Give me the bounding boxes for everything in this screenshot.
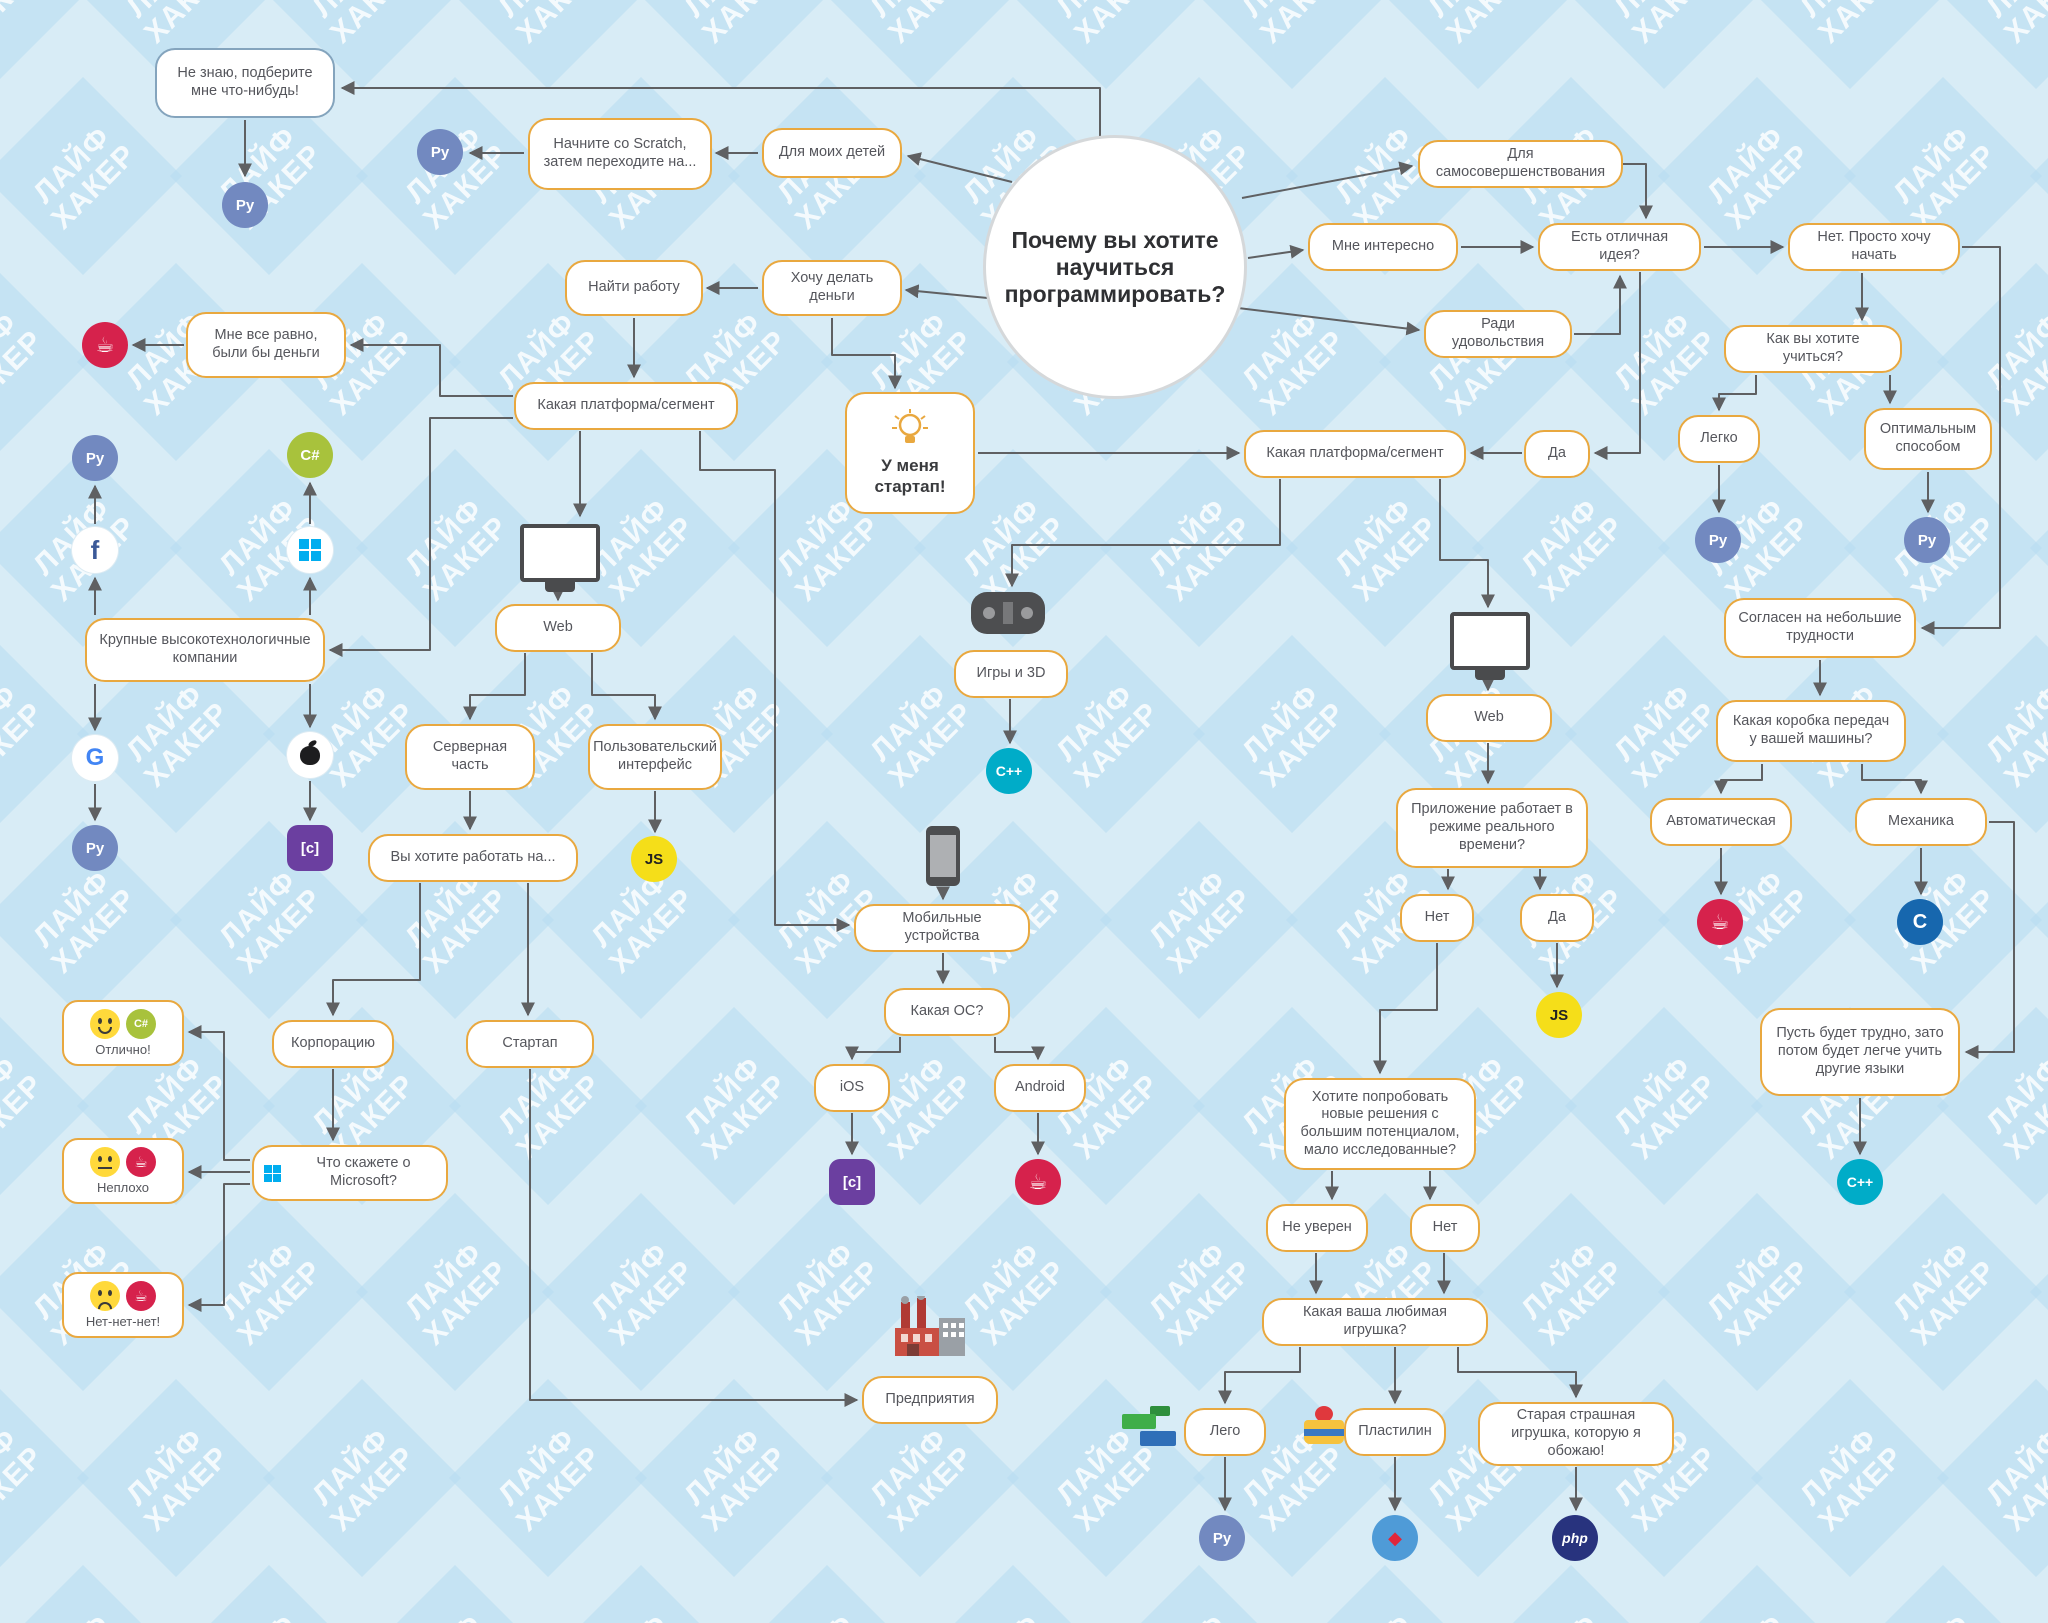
- reaction-great-label: Отлично!: [95, 1042, 151, 1057]
- java-icon: ☕: [126, 1281, 156, 1311]
- reaction-ok: ☕ Неплохо: [62, 1138, 184, 1204]
- java-icon: ☕: [82, 322, 128, 368]
- c-icon: C: [1897, 899, 1943, 945]
- node-lego: Лего: [1184, 1408, 1266, 1456]
- csharp-icon: C#: [126, 1009, 156, 1039]
- apple-shape-icon: [300, 745, 320, 765]
- windows-logo-icon: [299, 539, 321, 561]
- cpp-icon: C++: [986, 748, 1032, 794]
- python-icon: Py: [222, 182, 268, 228]
- java-icon: ☕: [126, 1147, 156, 1177]
- node-old-scary-toy: Старая страшная игрушка, которую я обожа…: [1478, 1402, 1674, 1466]
- node-automatic: Автоматическая: [1650, 798, 1792, 846]
- node-easy: Легко: [1678, 415, 1760, 463]
- node-about-microsoft: Что скажете о Microsoft?: [252, 1145, 448, 1201]
- lego-bricks-icon: [1122, 1406, 1178, 1448]
- node-dont-know: Не знаю, подберите мне что-нибудь!: [155, 48, 335, 118]
- factory-icon: [895, 1296, 965, 1356]
- python-icon: Py: [1904, 517, 1950, 563]
- node-ios: iOS: [814, 1064, 890, 1112]
- node-which-os: Какая ОС?: [884, 988, 1010, 1036]
- monitor-icon: [520, 524, 600, 582]
- node-favorite-toy: Какая ваша любимая игрушка?: [1262, 1298, 1488, 1346]
- node-work-for: Вы хотите работать на...: [368, 834, 578, 882]
- sad-face-icon: [90, 1281, 120, 1311]
- reaction-great: C# Отлично!: [62, 1000, 184, 1066]
- reaction-no-label: Нет-нет-нет!: [85, 1314, 161, 1329]
- monitor-icon: [1450, 612, 1530, 670]
- node-startup: Стартап: [466, 1020, 594, 1068]
- node-hard-but-easier-later: Пусть будет трудно, зато потом будет лег…: [1760, 1008, 1960, 1096]
- objective-c-icon: [c]: [829, 1159, 875, 1205]
- java-icon: ☕: [1697, 899, 1743, 945]
- python-icon: Py: [1199, 1515, 1245, 1561]
- node-new-solutions: Хотите попробовать новые решения с больш…: [1284, 1078, 1476, 1170]
- neutral-face-icon: [90, 1147, 120, 1177]
- node-corporation: Корпорацию: [272, 1020, 394, 1068]
- objective-c-icon: [c]: [287, 825, 333, 871]
- node-gearbox: Какая коробка передач у вашей машины?: [1716, 700, 1906, 762]
- facebook-icon: f: [72, 527, 118, 573]
- google-icon: G: [72, 735, 118, 781]
- node-money-anyway: Мне все равно, были бы деньги: [186, 312, 346, 378]
- php-icon: php: [1552, 1515, 1598, 1561]
- node-my-startup: У меня стартап!: [845, 392, 975, 514]
- python-icon: Py: [72, 435, 118, 481]
- reaction-no: ☕ Нет-нет-нет!: [62, 1272, 184, 1338]
- node-newtech-no: Нет: [1410, 1204, 1480, 1252]
- node-find-job: Найти работу: [565, 260, 703, 316]
- node-realtime-no: Нет: [1400, 894, 1474, 942]
- ruby-icon: ◆: [1372, 1515, 1418, 1561]
- csharp-icon: C#: [287, 432, 333, 478]
- node-small-difficulties: Согласен на небольшие трудности: [1724, 598, 1916, 658]
- node-how-learn: Как вы хотите учиться?: [1724, 325, 1902, 373]
- python-icon: Py: [72, 825, 118, 871]
- node-plasticine: Пластилин: [1344, 1408, 1446, 1456]
- node-make-money: Хочу делать деньги: [762, 260, 902, 316]
- reaction-ok-label: Неплохо: [96, 1180, 150, 1195]
- node-big-tech: Крупные высокотехнологичные компании: [85, 618, 325, 682]
- node-realtime-yes: Да: [1520, 894, 1594, 942]
- node-optimal: Оптимальным способом: [1864, 408, 1992, 470]
- node-unsure: Не уверен: [1266, 1204, 1368, 1252]
- smartphone-icon: [926, 826, 960, 886]
- node-web-right: Web: [1426, 694, 1552, 742]
- windows-logo-icon: [264, 1164, 281, 1182]
- node-platform-left: Какая платформа/сегмент: [514, 382, 738, 430]
- node-self-improvement: Для самосовершенствования: [1418, 140, 1623, 188]
- javascript-icon: JS: [631, 836, 677, 882]
- node-realtime-app: Приложение работает в режиме реального в…: [1396, 788, 1588, 868]
- node-my-startup-label: У меня стартап!: [874, 456, 946, 496]
- javascript-icon: JS: [1536, 992, 1582, 1038]
- node-ui-side: Пользовательский интерфейс: [588, 724, 722, 790]
- node-manual: Механика: [1855, 798, 1987, 846]
- node-for-fun: Ради удовольствия: [1424, 310, 1572, 358]
- node-mobile-devices: Мобильные устройства: [854, 904, 1030, 952]
- apple-icon: [287, 732, 333, 778]
- node-enterprise: Предприятия: [862, 1376, 998, 1424]
- node-great-idea: Есть отличная идея?: [1538, 223, 1701, 271]
- node-yes: Да: [1524, 430, 1590, 478]
- game-controller-icon: [971, 592, 1045, 634]
- node-web-left: Web: [495, 604, 621, 652]
- node-about-microsoft-label: Что скажете о Microsoft?: [316, 1155, 411, 1189]
- python-icon: Py: [417, 129, 463, 175]
- happy-face-icon: [90, 1009, 120, 1039]
- node-just-start: Нет. Просто хочу начать: [1788, 223, 1960, 271]
- node-android: Android: [994, 1064, 1086, 1112]
- central-question: Почему вы хотите научиться программирова…: [983, 135, 1247, 399]
- cpp-icon: C++: [1837, 1159, 1883, 1205]
- plasticine-pot-icon: [1304, 1406, 1344, 1444]
- node-server-side: Серверная часть: [405, 724, 535, 790]
- node-platform-right: Какая платформа/сегмент: [1244, 430, 1466, 478]
- node-interested: Мне интересно: [1308, 223, 1458, 271]
- node-games-3d: Игры и 3D: [954, 650, 1068, 698]
- lightbulb-icon: [892, 409, 928, 444]
- node-start-scratch: Начните со Scratch, затем переходите на.…: [528, 118, 712, 190]
- java-icon: ☕: [1015, 1159, 1061, 1205]
- python-icon: Py: [1695, 517, 1741, 563]
- windows-icon: [287, 527, 333, 573]
- node-for-my-kids: Для моих детей: [762, 128, 902, 178]
